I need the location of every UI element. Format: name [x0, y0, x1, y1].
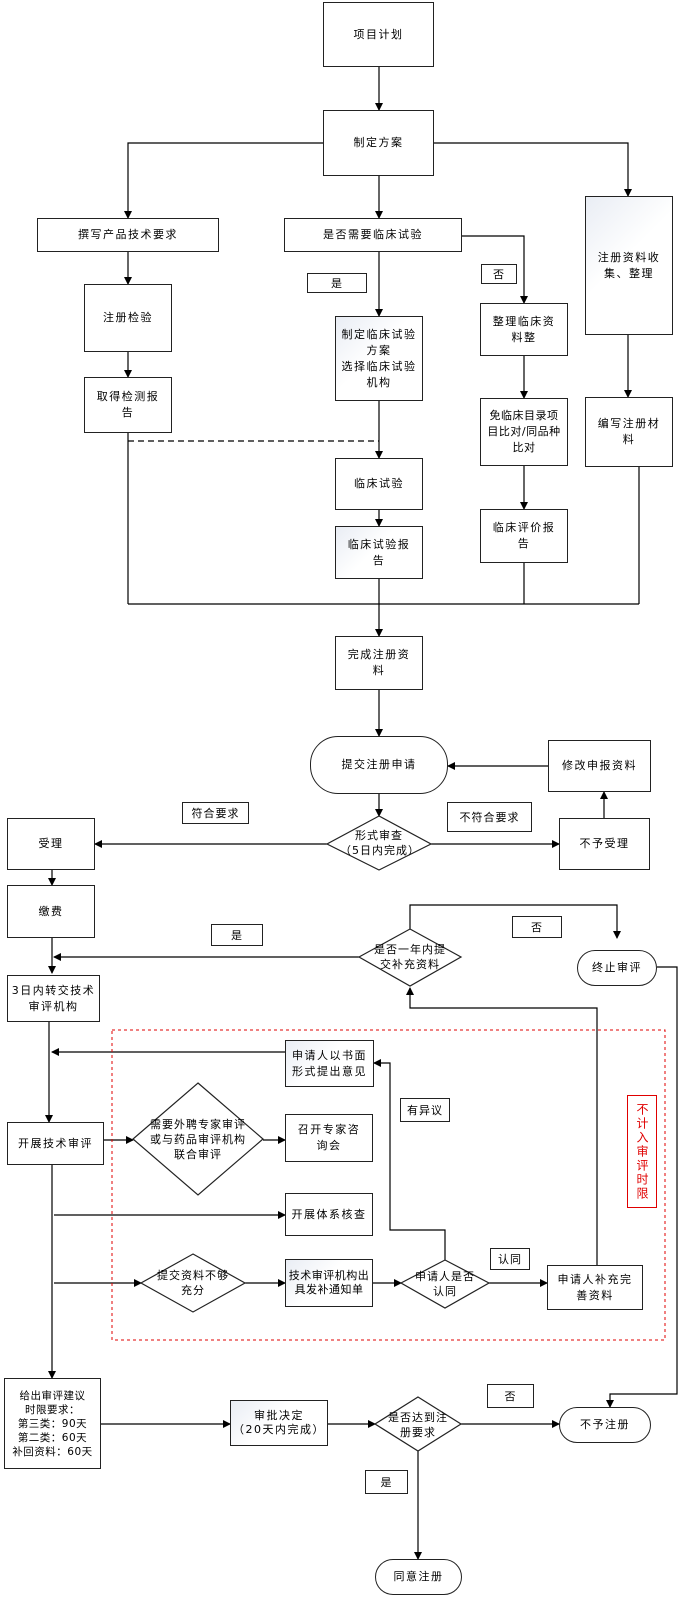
supplement-box: 申请人补充完善资料	[547, 1265, 643, 1310]
applicant-agree-text-span: 申请人是否认同	[415, 1270, 475, 1298]
collect-box: 注册资料收集、整理	[585, 196, 673, 335]
submit-text: 提交注册申请	[341, 758, 417, 771]
trial-plan-text: 制定临床试验方案 选择临床试验机构	[341, 327, 417, 389]
applicant-agree-diamond	[399, 1259, 491, 1309]
collect-text: 注册资料收集、整理	[597, 250, 661, 280]
terminate-text: 终止审评	[592, 961, 642, 974]
accept-box: 受理	[7, 818, 95, 870]
plan-text: 项目计划	[353, 27, 404, 41]
meets-text-span: 是否达到注册要求	[388, 1411, 448, 1439]
organize-box: 整理临床资料整	[480, 303, 568, 356]
system-check-text: 开展体系核查	[291, 1207, 367, 1221]
supplement-notice-box: 技术审评机构出具发补通知单	[285, 1259, 373, 1307]
accept-text: 受理	[38, 837, 64, 850]
opinion-box: 给出审评建议 时限要求： 第三类：90天 第二类：60天 补回资料：60天	[4, 1378, 101, 1469]
report-text: 取得检测报告	[96, 390, 160, 419]
trial-report-box: 临床试验报告	[335, 526, 423, 579]
terminate-box: 终止审评	[577, 950, 657, 986]
report-box: 取得检测报告	[84, 377, 172, 433]
objection-box: 申请人以书面形式提出意见	[285, 1040, 374, 1087]
insufficient-diamond	[139, 1253, 247, 1313]
opinion-text: 给出审评建议 时限要求： 第三类：90天 第二类：60天 补回资料：60天	[12, 1389, 93, 1458]
supplement-notice-text: 技术审评机构出具发补通知单	[288, 1269, 370, 1296]
modify-box: 修改申报资料	[548, 740, 651, 792]
reject-box: 不予受理	[559, 818, 650, 870]
tech-review-box: 开展技术审评	[7, 1122, 104, 1165]
expert-decide-diamond	[132, 1082, 264, 1196]
review-text-span: 形式审查 （5日内完成）	[340, 829, 420, 857]
no-final-label: 否	[487, 1384, 534, 1408]
no-trial-label: 否	[481, 264, 517, 284]
yes-year-label: 是	[211, 924, 263, 946]
deny-box: 不予注册	[559, 1407, 651, 1443]
write-materials-text: 编写注册材料	[597, 417, 661, 446]
submit-box: 提交注册申请	[310, 736, 448, 794]
one-year-text: 是否一年内提交补充资料	[372, 939, 448, 975]
transfer-box: 3日内转交技术审评机构	[7, 975, 100, 1022]
approval-text: 审批决定 （20天内完成）	[233, 1409, 325, 1436]
one-year-text-span: 是否一年内提交补充资料	[374, 943, 446, 971]
eval-report-text: 临床评价报告	[492, 521, 556, 550]
compare-box: 免临床目录项目比对/同品种比对	[480, 398, 568, 466]
plan-box: 项目计划	[323, 2, 434, 67]
need-trial-text: 是否需要临床试验	[323, 228, 423, 241]
one-year-diamond	[357, 928, 463, 987]
no-year-label: 否	[512, 916, 562, 938]
yes-final-label: 是	[365, 1470, 408, 1494]
meets-req-label: 符合要求	[182, 802, 249, 824]
modify-text: 修改申报资料	[562, 759, 637, 772]
agree-label: 认同	[490, 1248, 530, 1270]
deny-text: 不予注册	[580, 1418, 630, 1431]
insufficient-text: 提交资料不够充分	[152, 1268, 234, 1298]
expert-decide-text: 需要外聘专家审评或与药品审评机构联合审评	[150, 1113, 246, 1165]
need-trial-box: 是否需要临床试验	[284, 218, 462, 252]
complete-box: 完成注册资料	[335, 636, 423, 690]
review-diamond	[325, 815, 433, 871]
approve-box: 同意注册	[375, 1559, 462, 1595]
scheme-text: 制定方案	[353, 136, 404, 149]
excluded-time-frame	[111, 1029, 666, 1341]
expert-decide-text-span: 需要外聘专家审评或与药品审评机构联合审评	[150, 1117, 246, 1161]
inspect-box: 注册检验	[84, 284, 172, 352]
trial-report-text: 临床试验报告	[347, 537, 411, 567]
pay-box: 缴费	[7, 885, 95, 938]
pay-text: 缴费	[38, 904, 64, 918]
trial-text: 临床试验	[354, 477, 404, 490]
system-check-box: 开展体系核查	[285, 1193, 373, 1236]
review-text: 形式审查 （5日内完成）	[340, 818, 420, 868]
tech-req-text: 撰写产品技术要求	[78, 228, 178, 241]
has-objection-label: 有异议	[400, 1098, 450, 1122]
not-meets-req-label: 不符合要求	[447, 802, 532, 832]
meets-diamond	[373, 1396, 463, 1452]
time-exclusion-note: 不计入审评时限	[627, 1095, 657, 1208]
scheme-box: 制定方案	[323, 110, 434, 176]
write-materials-box: 编写注册材料	[585, 397, 673, 467]
tech-review-text: 开展技术审评	[18, 1136, 93, 1150]
trial-plan-box: 制定临床试验方案 选择临床试验机构	[335, 316, 423, 401]
approve-text: 同意注册	[393, 1570, 444, 1583]
tech-req-box: 撰写产品技术要求	[37, 218, 219, 252]
reject-text: 不予受理	[579, 837, 630, 850]
objection-text: 申请人以书面形式提出意见	[292, 1048, 367, 1078]
eval-report-box: 临床评价报告	[480, 509, 568, 563]
approval-box: 审批决定 （20天内完成）	[230, 1400, 328, 1446]
meets-text: 是否达到注册要求	[385, 1410, 451, 1440]
expert-meeting-box: 召开专家咨询会	[285, 1114, 373, 1162]
supplement-text: 申请人补充完善资料	[557, 1272, 633, 1302]
yes-trial-label: 是	[307, 273, 367, 293]
organize-text: 整理临床资料整	[492, 314, 556, 344]
inspect-text: 注册检验	[103, 311, 153, 324]
applicant-agree-text: 申请人是否认同	[412, 1270, 478, 1298]
trial-box: 临床试验	[335, 458, 423, 510]
expert-meeting-text: 召开专家咨询会	[297, 1123, 361, 1152]
transfer-text: 3日内转交技术审评机构	[11, 983, 96, 1013]
complete-text: 完成注册资料	[347, 648, 411, 677]
compare-text: 免临床目录项目比对/同品种比对	[487, 409, 561, 454]
insufficient-text-span: 提交资料不够充分	[157, 1269, 229, 1297]
